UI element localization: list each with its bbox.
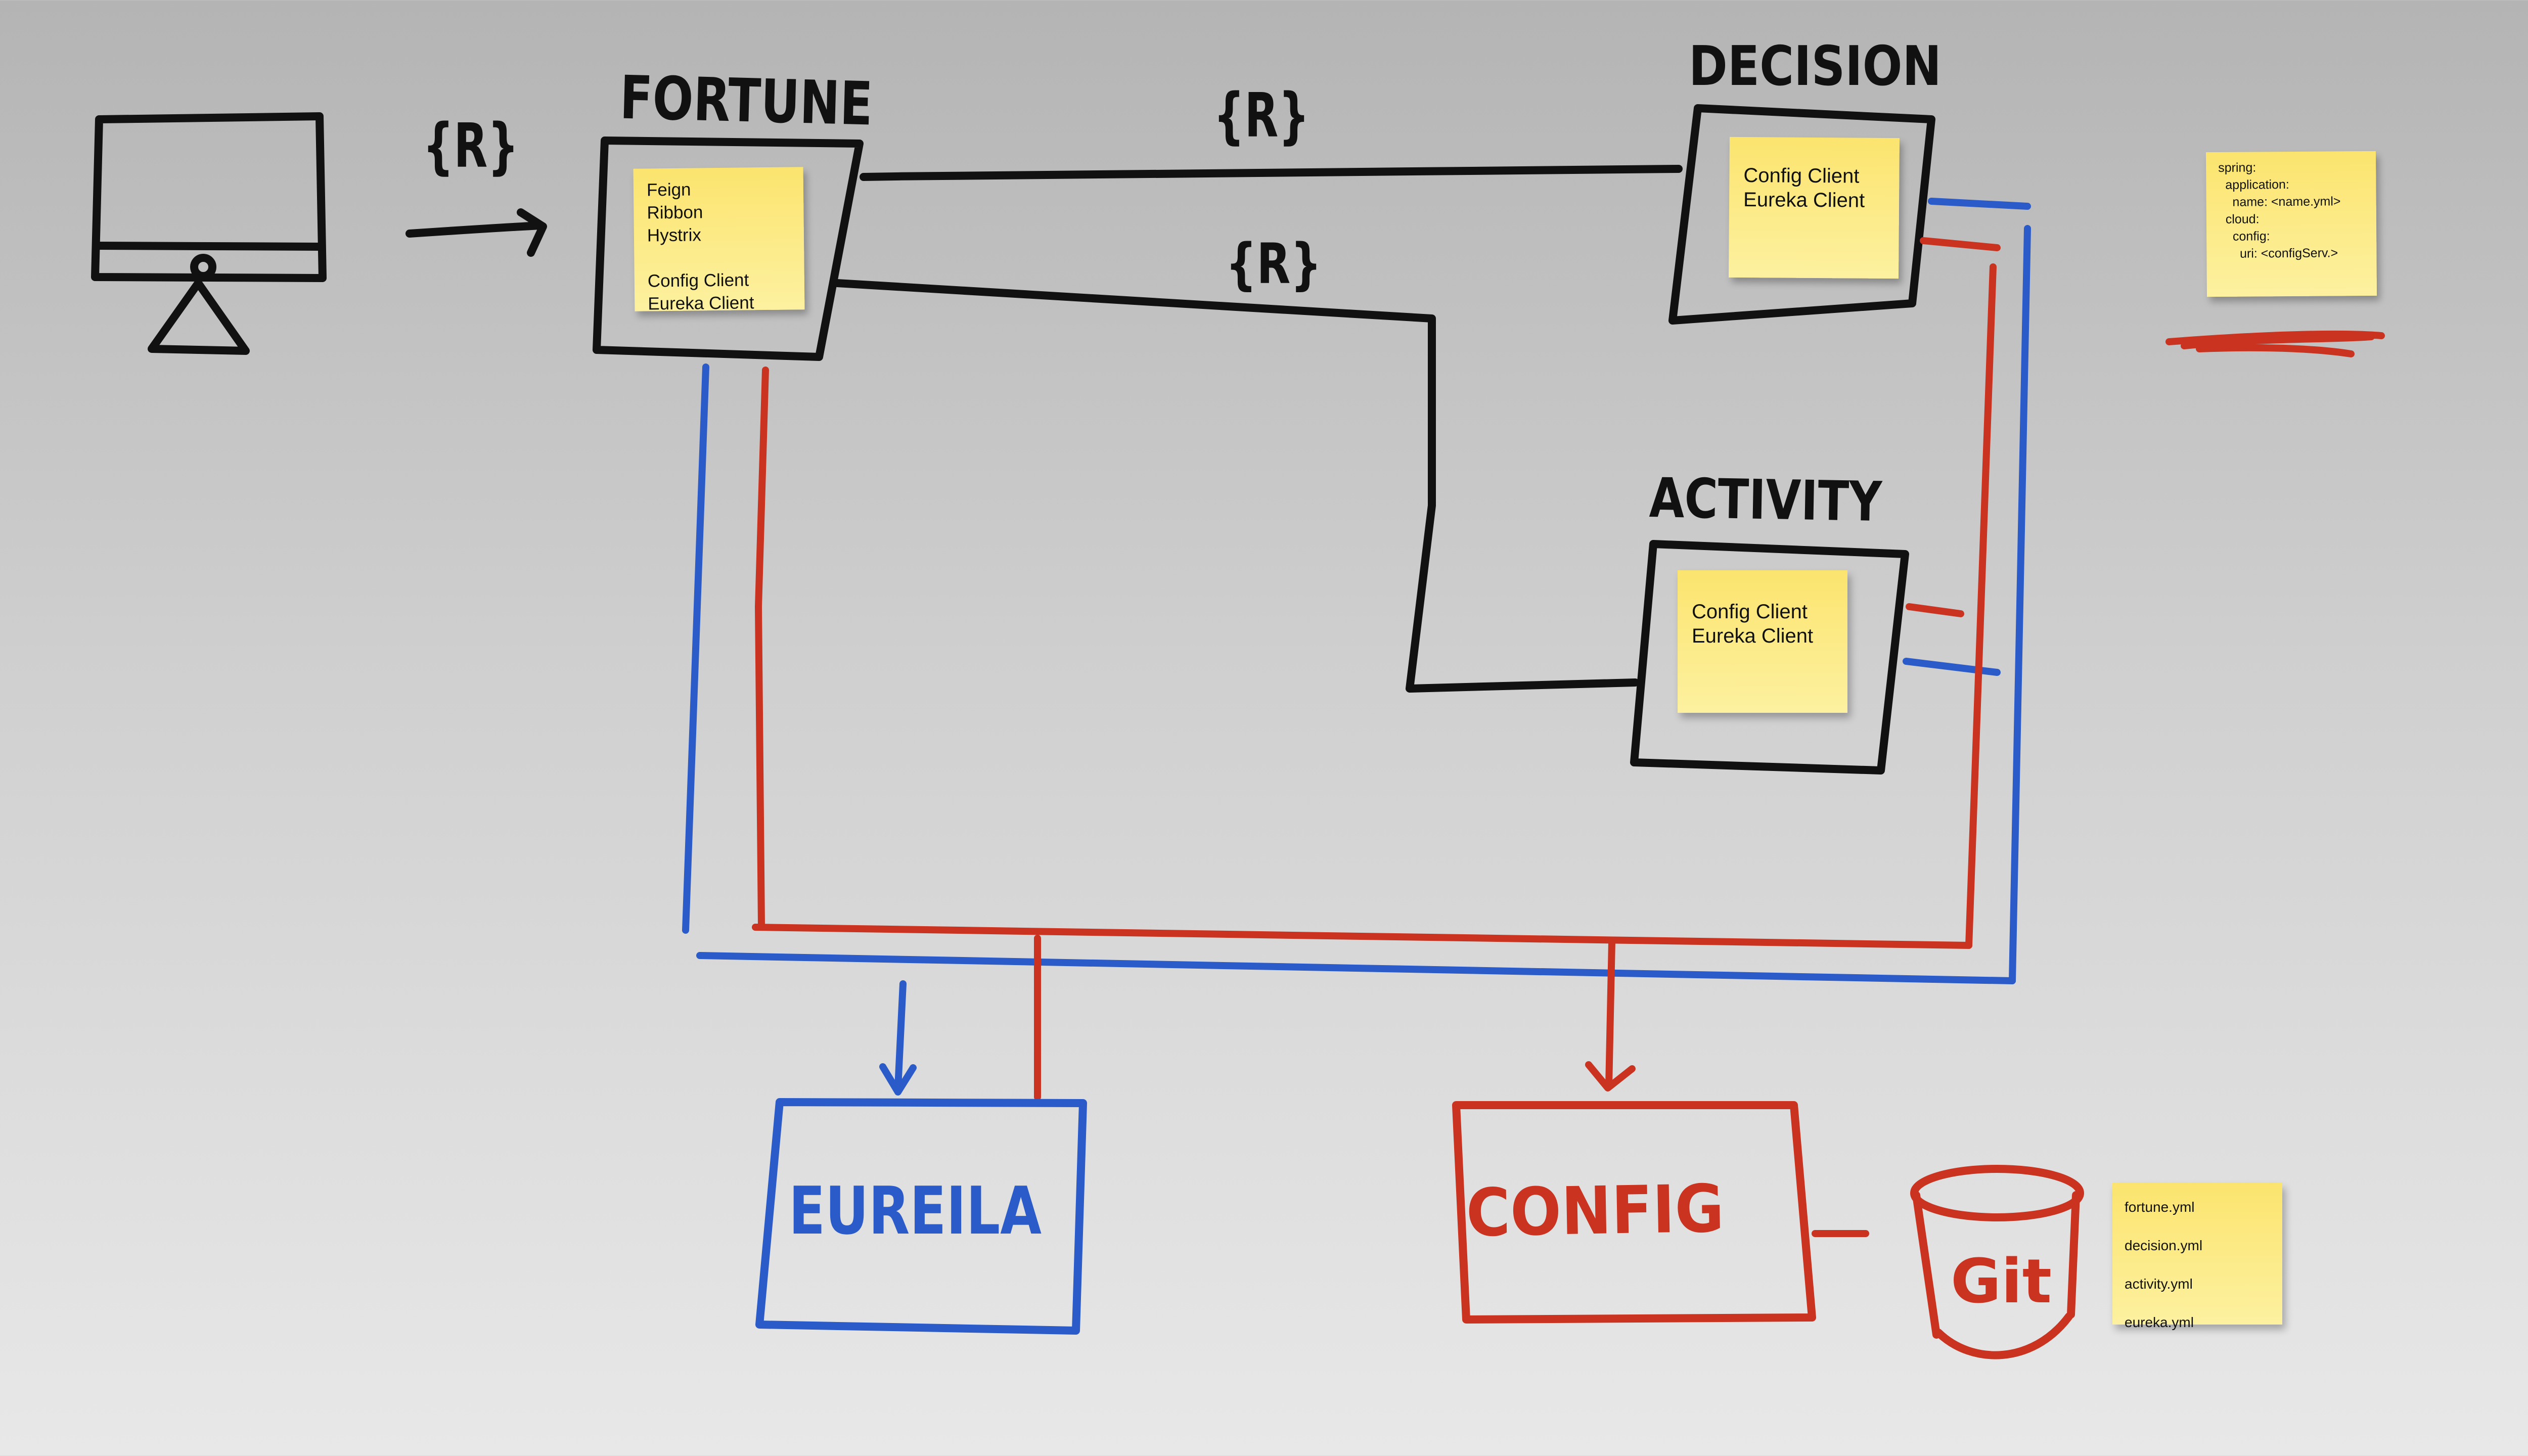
note-line: Eureka Client — [1692, 625, 1814, 647]
note-line: Hystrix — [647, 225, 702, 246]
note-line: decision.yml — [2125, 1238, 2203, 1253]
fortune-box — [593, 136, 864, 361]
note-line: Ribbon — [647, 202, 703, 223]
git-cylinder-icon — [1910, 1165, 2084, 1359]
note-line: Config Client — [647, 270, 749, 291]
activity-box — [1630, 540, 1909, 775]
note-line: Config Client — [1743, 164, 1860, 188]
note-line: cloud: — [2218, 212, 2260, 227]
note-line: Eureka Client — [1743, 189, 1865, 212]
git-files-sticky-note: fortune.yml decision.yml activity.yml eu… — [2112, 1183, 2282, 1330]
note-line: Feign — [646, 179, 691, 200]
config-box — [1452, 1101, 1816, 1324]
fortune-decision-link — [860, 165, 1683, 181]
eureka-box — [755, 1098, 1087, 1335]
note-line: Config Client — [1692, 601, 1808, 623]
decision-title: DECISION — [1689, 35, 1942, 98]
client-to-fortune-arrow — [405, 208, 547, 257]
client-monitor-icon — [91, 112, 327, 355]
fortune-activity-link — [833, 279, 1639, 693]
rest-label-fortune-activity: {R} — [1226, 232, 1322, 296]
git-title: Git — [1951, 1247, 2052, 1317]
activity-sticky-note: Config Client Eureka Client — [1678, 570, 1847, 713]
note-line: fortune.yml — [2125, 1199, 2195, 1215]
fortune-sticky-note: Feign Ribbon Hystrix Config Client Eurek… — [633, 167, 805, 313]
note-line: eureka.yml — [2125, 1314, 2194, 1330]
eureka-title: EUREILA — [789, 1172, 1042, 1249]
activity-title: ACTIVITY — [1649, 467, 1883, 534]
eureka-connection-lines — [682, 198, 2031, 1096]
note-line: config: — [2219, 229, 2270, 244]
note-line: activity.yml — [2125, 1276, 2193, 1292]
config-connection-lines — [752, 237, 2001, 1237]
config-title: CONFIG — [1466, 1170, 1725, 1251]
decision-box — [1668, 104, 1935, 325]
config-sticky-note: spring: application: name: <name.yml> cl… — [2206, 151, 2377, 297]
rest-label-fortune-decision: {R} — [1213, 81, 1310, 151]
note-line: name: <name.yml> — [2218, 194, 2341, 210]
note-line: application: — [2218, 177, 2289, 193]
decision-sticky-note: Config Client Eureka Client — [1729, 136, 1900, 279]
note-line: Eureka Client — [648, 293, 754, 314]
fortune-title: FORTUNE — [619, 62, 873, 139]
note-line: spring: — [2218, 160, 2256, 175]
note-line — [647, 245, 804, 269]
config-note-underline — [2165, 330, 2385, 357]
note-line: uri: <configServ.> — [2219, 246, 2338, 261]
rest-label-client-fortune: {R} — [423, 111, 519, 181]
